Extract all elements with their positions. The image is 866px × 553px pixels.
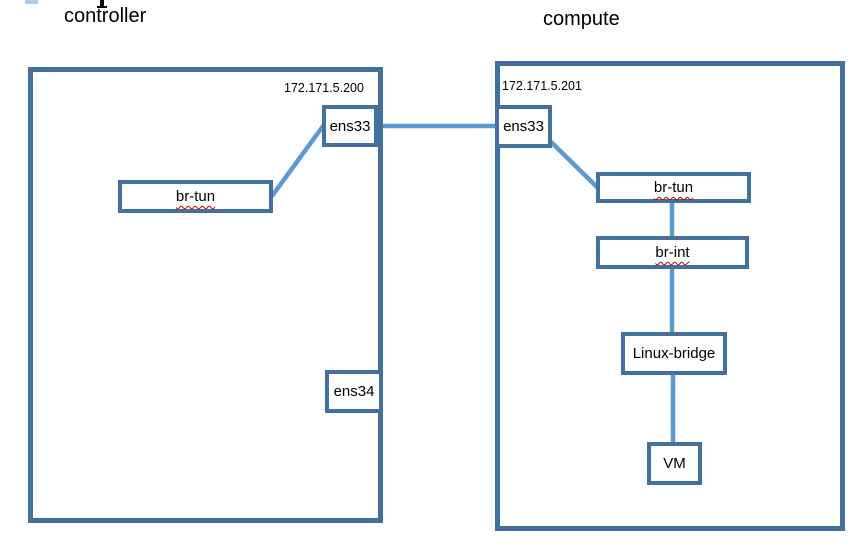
compute-linuxbridge-node: Linux-bridge	[621, 332, 727, 375]
controller-brtun-label: br-tun	[175, 188, 216, 205]
controller-ip-label: 172.171.5.200	[284, 81, 364, 95]
compute-vm-label: VM	[663, 455, 686, 472]
compute-linuxbridge-label: Linux-bridge	[632, 345, 716, 362]
compute-ip-label: 172.171.5.201	[502, 79, 582, 93]
compute-ens33-label: ens33	[503, 118, 544, 135]
controller-ens33-label: ens33	[329, 117, 371, 135]
compute-brtun-label: br-tun	[653, 179, 694, 196]
controller-ens33-node: ens33	[322, 105, 378, 147]
controller-brtun-node: br-tun	[118, 180, 273, 213]
compute-host-box	[495, 61, 845, 531]
controller-ens34-label: ens34	[333, 383, 375, 400]
cropped-letter-descender-foot	[97, 6, 107, 8]
compute-brint-node: br-int	[596, 236, 749, 269]
controller-host-box	[28, 67, 383, 523]
cropped-letter-descender	[100, 0, 104, 7]
controller-title: controller	[64, 5, 147, 27]
compute-vm-node: VM	[647, 442, 702, 485]
controller-ens34-node: ens34	[325, 370, 383, 413]
compute-ens33-node: ens33	[495, 105, 552, 148]
cropped-blue-fragment	[25, 0, 38, 4]
compute-brtun-node: br-tun	[596, 172, 751, 203]
compute-brint-label: br-int	[655, 244, 690, 261]
compute-title: compute	[543, 8, 620, 30]
